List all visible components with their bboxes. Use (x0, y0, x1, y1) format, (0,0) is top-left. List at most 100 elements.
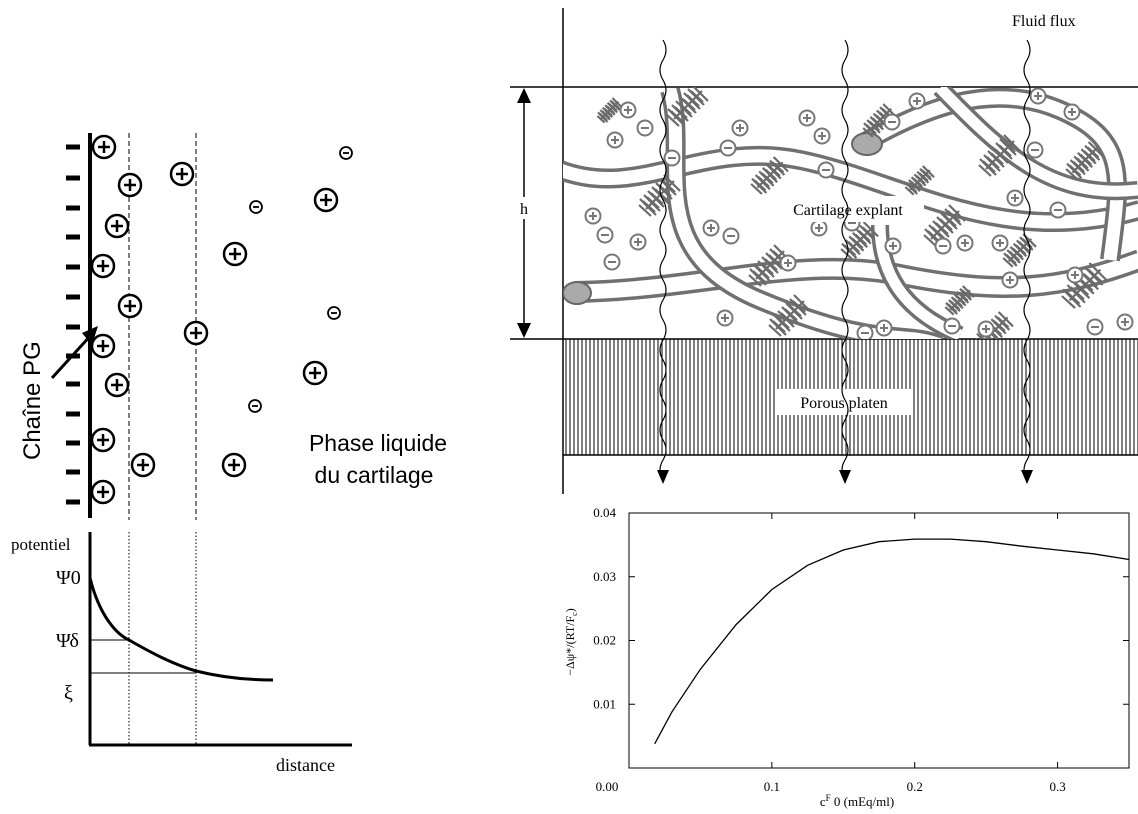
collagen-fibre-network (563, 87, 1138, 339)
counter-ions (90, 134, 353, 505)
proteoglycan-tuft (1065, 141, 1104, 180)
anion-symbol (817, 161, 835, 179)
anion-symbol (1026, 141, 1044, 159)
anion-symbol (663, 149, 681, 167)
cation-symbol (716, 309, 734, 327)
x-tick-label: 0.3 (1049, 779, 1065, 794)
chain-pointer-arrow (50, 332, 94, 380)
cation-symbol (183, 320, 209, 346)
anion-symbol (327, 306, 341, 320)
cation-symbol (779, 254, 797, 272)
mobile-ions (584, 87, 1134, 339)
cation-symbol (90, 479, 116, 505)
anion-symbol (943, 317, 961, 335)
anion-symbol (603, 253, 621, 271)
cation-symbol (606, 131, 624, 149)
anion-symbol (1086, 318, 1104, 336)
cation-symbol (302, 360, 328, 386)
cation-symbol (1001, 271, 1019, 289)
proteoglycan-tuft (840, 221, 879, 260)
axis-label-potential: potentiel (11, 535, 71, 554)
phase-label-line2: du cartilage (315, 462, 434, 488)
cation-symbol (810, 219, 828, 237)
chain-pointer-arrowhead (82, 326, 98, 345)
chart-x-axis-label: cF 0 (mEq/ml) (820, 793, 894, 809)
cation-symbol (313, 187, 339, 213)
height-arrowhead-bottom (517, 323, 531, 338)
fibre-end-cap (851, 132, 883, 156)
proteoglycan-tuft (944, 285, 975, 316)
height-arrowhead-top (517, 88, 531, 103)
collagen-fibre (874, 224, 963, 339)
cation-symbol (702, 219, 720, 237)
proteoglycan-tuft (923, 204, 966, 247)
x-tick-label: 0.00 (596, 779, 619, 794)
y-tick-label: 0.01 (593, 696, 616, 711)
cation-symbol (1063, 103, 1081, 121)
cation-symbol (956, 234, 974, 252)
potential-decay-curve (88, 577, 274, 682)
anion-symbol (1049, 201, 1067, 219)
anion-symbol (596, 226, 614, 244)
proteoglycan-aggregates (596, 87, 1108, 339)
height-label-background (516, 197, 532, 219)
series-line (654, 538, 1130, 745)
proteoglycan-tuft (748, 244, 791, 287)
cation-symbol (221, 452, 247, 478)
cation-symbol (104, 372, 130, 398)
proteoglycan-tuft (1002, 233, 1037, 268)
cation-symbol (875, 319, 893, 337)
cation-symbol (117, 293, 143, 319)
y-tick-label: 0.03 (593, 569, 616, 584)
cation-symbol (1116, 313, 1134, 331)
anion-symbol (339, 146, 353, 160)
fluid-flux-streamlines (657, 39, 1033, 484)
streamline (1021, 39, 1033, 484)
proteoglycan-tuft (638, 174, 681, 217)
double-layer-diagram: Chaîne PG Phase liquide du cartilage (19, 133, 447, 520)
anion-symbol (719, 139, 737, 157)
cation-symbol (1066, 266, 1084, 284)
cation-symbol (908, 92, 926, 110)
streamline (657, 39, 669, 484)
anion-symbol (883, 113, 901, 131)
chart-y-axis-label: −Δψ*/(RT/Fc) (563, 608, 579, 676)
proteoglycan-tuft (666, 87, 709, 127)
cation-symbol (813, 127, 831, 145)
fixed-negative-charges (66, 144, 80, 505)
anion-symbol (248, 399, 262, 413)
collagen-fibre (936, 87, 1138, 197)
cation-symbol (798, 109, 816, 127)
platen-label: Porous platen (800, 395, 888, 412)
proteoglycan-tuft (904, 165, 935, 196)
anion-symbol (856, 324, 874, 339)
y-tick-label: 0.04 (593, 505, 616, 520)
cation-symbol (169, 161, 195, 187)
cation-symbol (91, 134, 117, 160)
cation-symbol (884, 237, 902, 255)
cation-symbol (90, 333, 116, 359)
cation-symbol (584, 207, 602, 225)
anion-symbol (934, 237, 952, 255)
fluid-flux-label: Fluid flux (1012, 13, 1076, 30)
anion-symbol (636, 119, 654, 137)
label-psi-delta: Ψδ (56, 630, 79, 652)
cation-symbol (222, 241, 248, 267)
fibre-end-cap (563, 281, 592, 305)
cation-symbol (117, 172, 143, 198)
cation-symbol (130, 452, 156, 478)
y-tick-label: 0.02 (593, 633, 616, 648)
anion-symbol (722, 227, 740, 245)
cation-symbol (90, 253, 116, 279)
proteoglycan-tuft (596, 97, 623, 124)
cation-symbol (90, 427, 116, 453)
proteoglycan-tuft (768, 294, 811, 337)
axis-label-distance: distance (276, 755, 335, 775)
cation-symbol (991, 234, 1009, 252)
label-xi: ξ (64, 682, 73, 704)
phase-label-line1: Phase liquide (309, 430, 447, 456)
label-psi0: Ψ0 (56, 567, 81, 589)
